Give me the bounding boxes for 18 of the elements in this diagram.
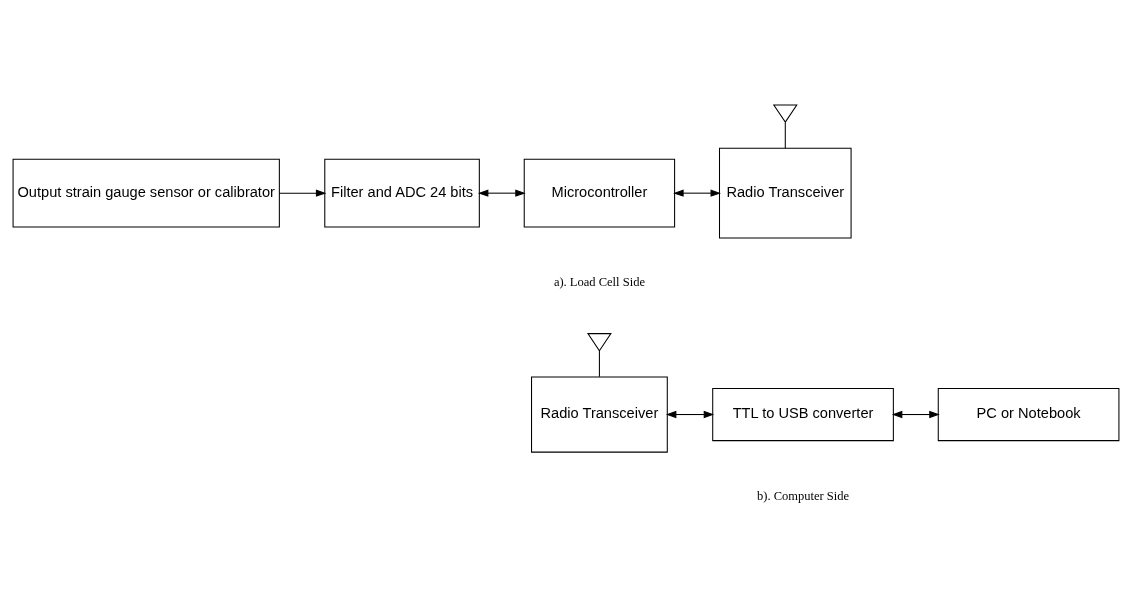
node-box: Microcontroller (523, 158, 676, 228)
node-box: Radio Transceiver (719, 147, 852, 239)
label: a). Load Cell Side (553, 274, 645, 289)
node-antenna (772, 103, 798, 123)
arrow (477, 189, 526, 197)
node-antenna (586, 332, 612, 352)
node-box: Radio Transceiver (531, 375, 668, 453)
connector (784, 121, 786, 149)
node-box: Output strain gauge sensor or calibrator (12, 158, 280, 228)
label: b). Computer Side (756, 488, 850, 503)
arrow (891, 410, 940, 418)
arrow (673, 189, 721, 197)
node-box: Filter and ADC 24 bits (324, 158, 480, 228)
node-box: PC or Notebook (937, 387, 1120, 441)
arrow (665, 410, 715, 418)
node-box: TTL to USB converter (712, 387, 894, 441)
arrow (278, 189, 327, 197)
connector (598, 350, 600, 377)
